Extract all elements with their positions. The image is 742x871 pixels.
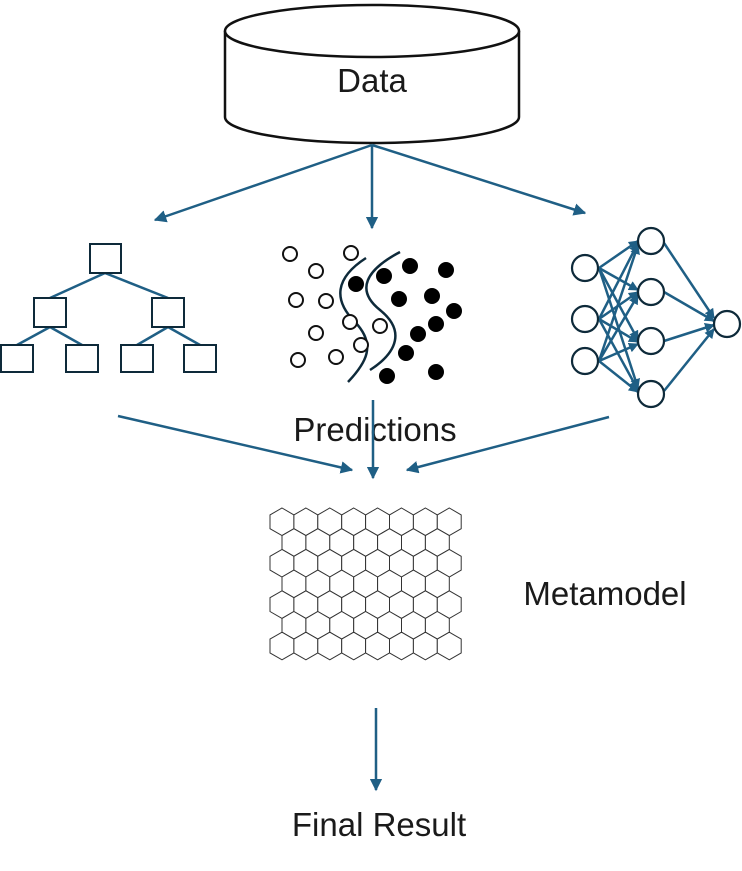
arrow-tree-to-metamodel [117, 414, 354, 474]
predictions-label: Predictions [293, 411, 456, 448]
neural-network-icon [570, 226, 742, 409]
decision-tree-icon [0, 243, 217, 373]
arrow-network-to-metamodel [405, 415, 610, 474]
hexagon-cell [436, 631, 462, 661]
final-result-label: Final Result [292, 806, 466, 843]
hexagon-grid-icon [269, 507, 462, 661]
database-cylinder-icon [223, 3, 521, 145]
metamodel-label: Metamodel [523, 575, 686, 612]
models-to-metamodel-arrows [117, 400, 610, 480]
data-to-models-arrows [153, 143, 587, 230]
data-label: Data [337, 62, 407, 99]
arrow-data-to-network [371, 143, 587, 216]
classifier-boundary-icon [282, 245, 462, 384]
arrow-data-to-tree [153, 143, 373, 223]
